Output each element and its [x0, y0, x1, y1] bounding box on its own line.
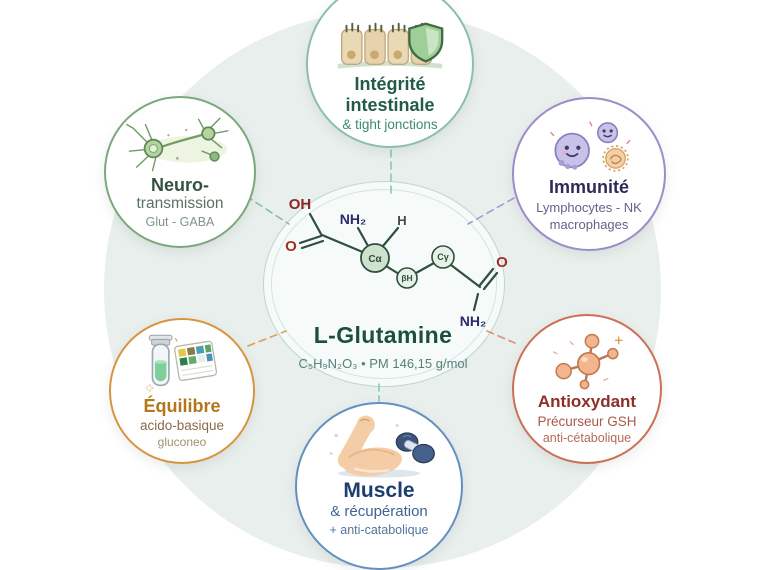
node-muscle: Muscle & récupération + anti-catabolique — [295, 402, 463, 570]
amine-label: NH₂ — [340, 211, 366, 227]
neuron-icon — [121, 114, 239, 176]
node-title: Antioxydant — [537, 391, 637, 411]
node-immunite: Immunité Lymphocytes - NK macrophages — [512, 97, 666, 251]
sparkle-icon — [614, 336, 623, 345]
node-subtitle: & récupération — [330, 503, 428, 520]
glutamine-molecule: OH O NH₂ H Cα βH Cγ O NH₂ — [285, 196, 508, 329]
node-antioxydant: Antioxydant Précurseur GSH anti-cétaboli… — [512, 314, 662, 464]
node-title: Équilibre — [143, 396, 221, 417]
intestinal-barrier-shield-icon — [331, 16, 449, 74]
node-subtitle-2: macrophages — [549, 216, 629, 232]
node-title: Neuro- — [151, 174, 209, 195]
dumbbell-icon — [395, 432, 435, 464]
node-title: Immunité — [548, 177, 629, 198]
alpha-h-label: H — [397, 213, 406, 228]
node-subtitle: & tight jonctions — [342, 117, 438, 133]
center-text-block: L-Glutamine C₅H₉N₂O₃ • PM 146,15 g/mol — [258, 322, 508, 371]
center-ring-inner — [271, 189, 497, 379]
immune-cells-icon — [537, 115, 641, 177]
node-subtitle-2: Glut - GABA — [145, 214, 215, 229]
c-alpha-label: Cα — [368, 254, 382, 265]
node-subtitle: transmission — [136, 194, 224, 212]
c-beta-node — [396, 267, 418, 289]
c-gamma-label: Cγ — [437, 252, 449, 262]
amide-label: NH₂ — [460, 313, 486, 329]
node-subtitle-2: + anti-catabolique — [329, 522, 429, 537]
shield-icon — [408, 22, 444, 63]
muscle-arm-dumbbell-icon — [315, 414, 443, 480]
carbonyl-o-left-label: O — [285, 238, 297, 255]
ph-color-chart — [174, 340, 218, 382]
node-subtitle: Précurseur GSH — [537, 413, 637, 429]
node-subtitle-2: anti-cétabolique — [542, 430, 632, 445]
node-equilibre: Équilibre acido-basique gluconeo — [109, 318, 255, 464]
carbonyl-o-right-label: O — [496, 254, 508, 271]
test-tube — [145, 334, 173, 393]
node-title: Intégrité intestinale — [345, 74, 435, 115]
node-title: Muscle — [343, 479, 415, 502]
ph-test-icon — [134, 332, 230, 396]
antioxidant-molecule-icon — [540, 332, 634, 392]
node-subtitle-2: gluconeo — [157, 434, 207, 449]
molecule-title: L-Glutamine — [313, 322, 453, 348]
node-integrite-intestinale: Intégrité intestinale & tight jonctions — [306, 0, 474, 148]
flexed-arm — [337, 415, 402, 477]
c-gamma-node — [431, 245, 455, 269]
node-subtitle: Lymphocytes - NK — [536, 200, 642, 216]
molecule-formula: C₅H₉N₂O₃ • PM 146,15 g/mol — [298, 356, 468, 371]
node-neurotransmission: Neuro- transmission Glut - GABA — [104, 96, 256, 248]
c-beta-label: βH — [401, 273, 412, 283]
c-alpha-node — [360, 243, 390, 273]
node-subtitle: acido-basique — [139, 418, 225, 434]
hydroxyl-label: OH — [289, 196, 312, 213]
